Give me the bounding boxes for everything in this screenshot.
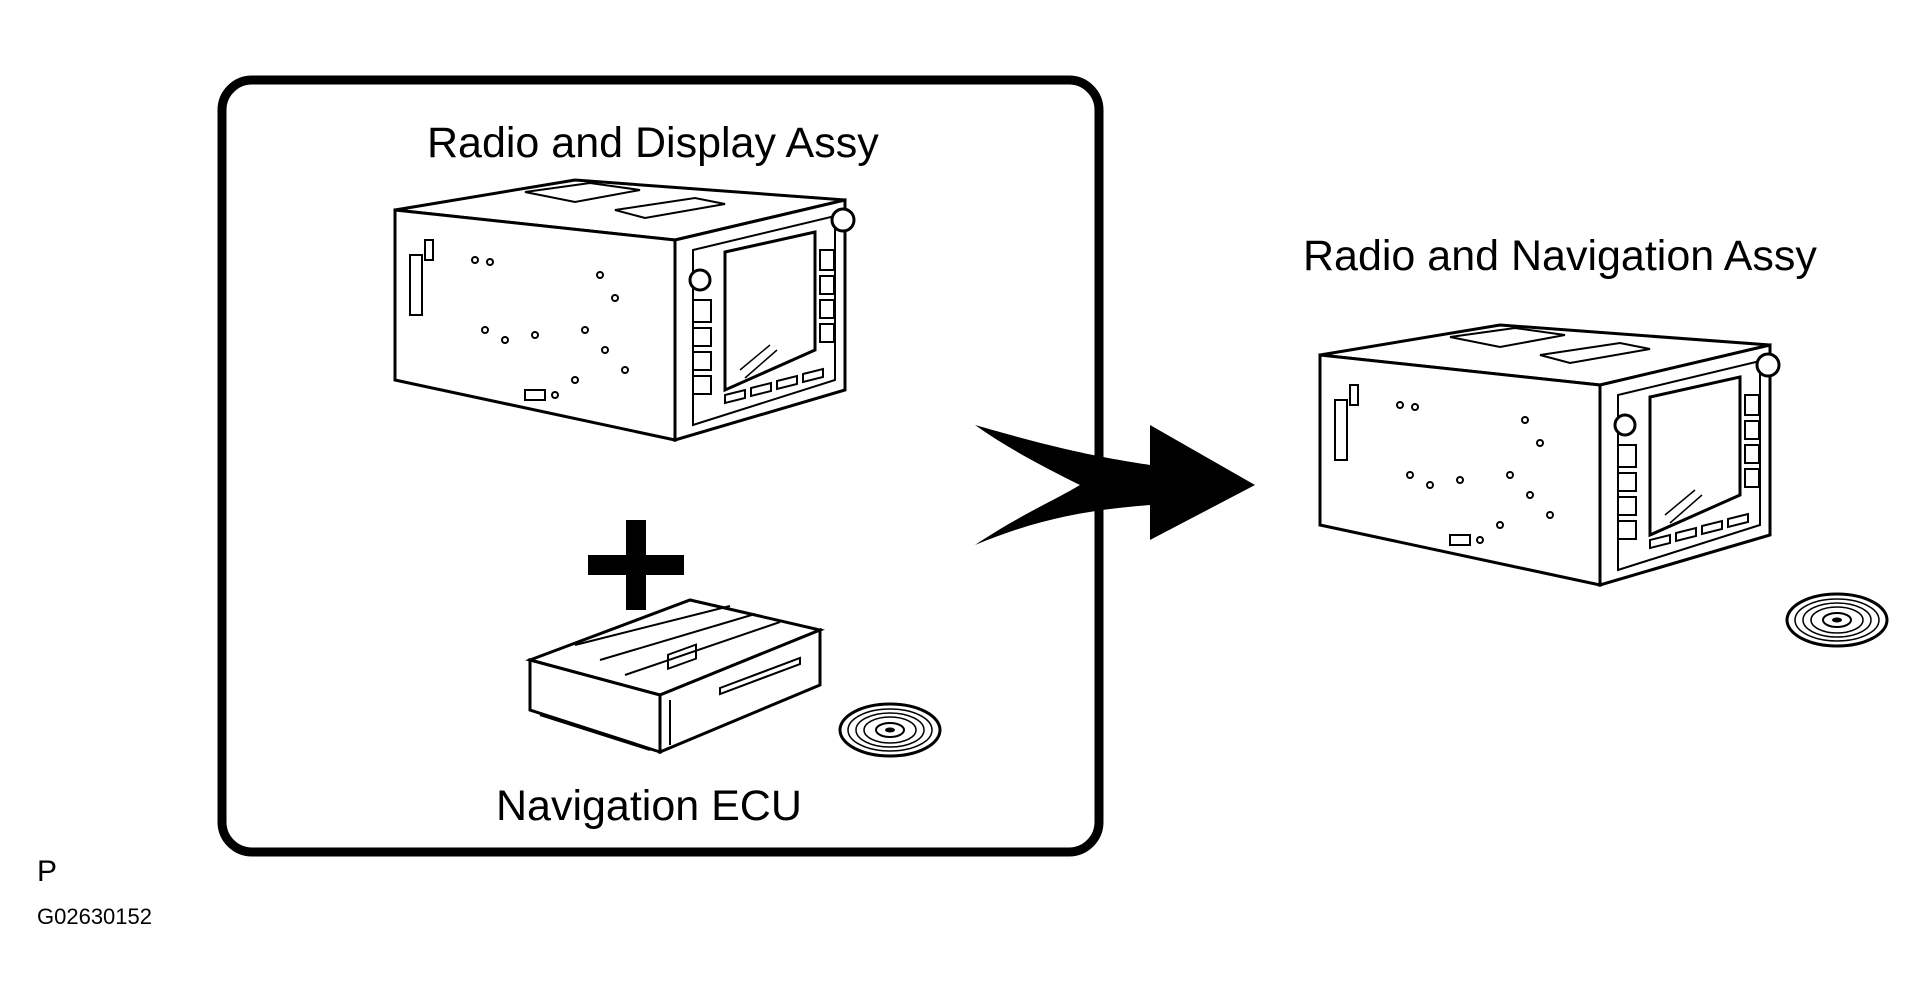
page-marker: P [37, 855, 58, 888]
radio-navigation-assy-label: Radio and Navigation Assy [1303, 232, 1817, 280]
radio-display-assy-label: Radio and Display Assy [427, 119, 879, 167]
plus-sign [588, 520, 684, 610]
radio-navigation-unit-illustration [1318, 323, 1781, 587]
map-disc-left [838, 702, 942, 758]
figure-code: G02630152 [37, 904, 152, 929]
flow-arrow [975, 425, 1255, 545]
map-disc-right [1785, 592, 1889, 648]
navigation-ecu-label: Navigation ECU [496, 782, 802, 830]
radio-display-unit-illustration [393, 178, 856, 442]
navigation-ecu-illustration [525, 598, 825, 755]
